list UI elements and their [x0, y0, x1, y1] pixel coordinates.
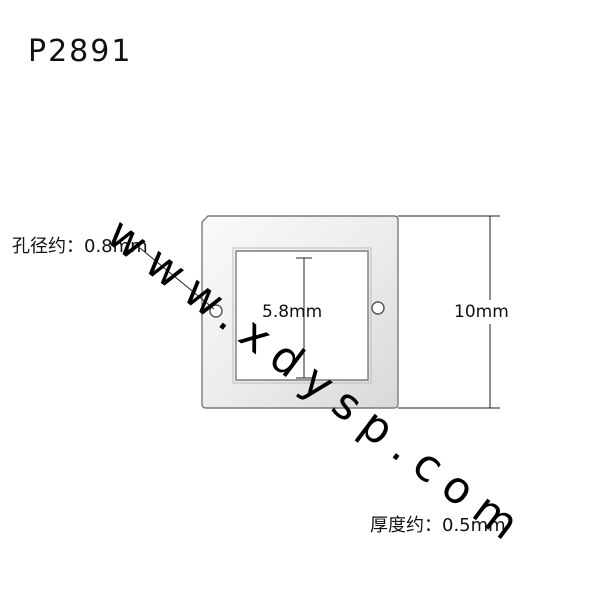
hole-leader-line	[139, 247, 215, 310]
outer-size-label: 10mm	[454, 300, 509, 324]
right-hole	[371, 301, 385, 315]
inner-size-label: 5.8mm	[262, 302, 323, 322]
hole-diameter-label: 孔径约：0.8mm	[12, 236, 148, 257]
frame-bevel	[232, 247, 372, 384]
square-connector-frame	[201, 215, 399, 409]
product-code: P2891	[28, 34, 133, 69]
thickness-label: 厚度约：0.5mm	[370, 515, 506, 536]
